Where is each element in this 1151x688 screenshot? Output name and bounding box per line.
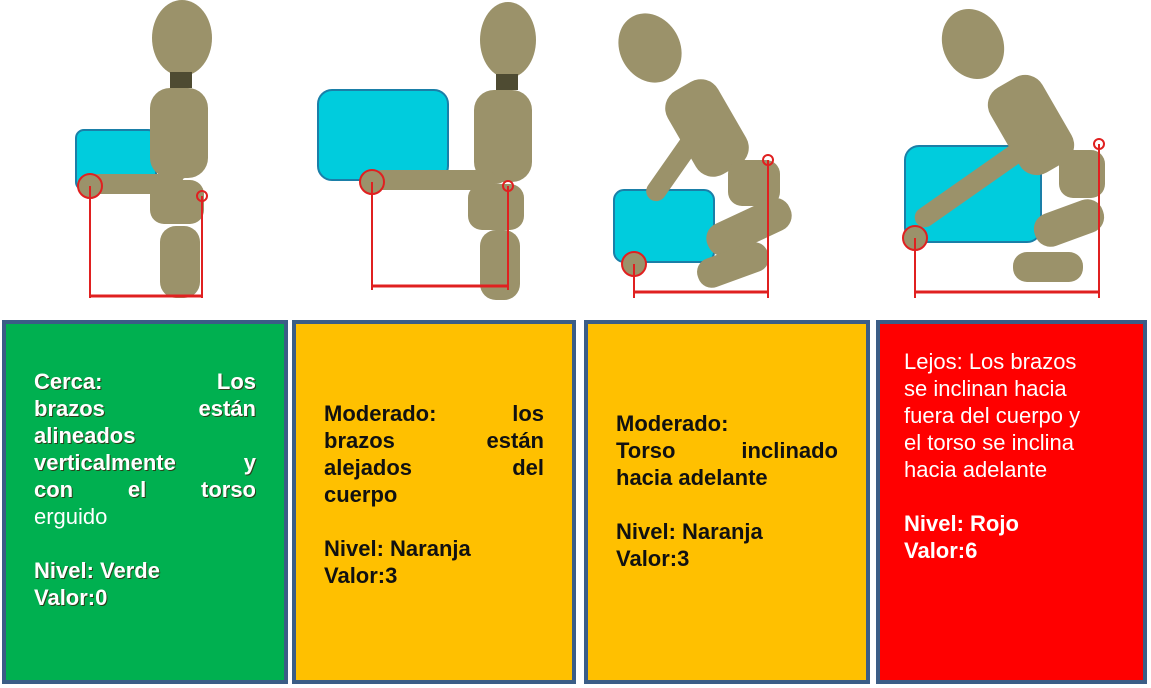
thigh	[1033, 199, 1105, 247]
box	[613, 189, 715, 263]
head	[618, 13, 682, 83]
mannequin-torso-bent-illustration	[613, 13, 792, 298]
forearm	[372, 170, 496, 190]
description-line: erguido	[34, 504, 108, 529]
target-marker	[1093, 138, 1105, 150]
card-moderado-torso: Moderado: Torso inclinado hacia adelante…	[584, 320, 870, 684]
upper-arm	[166, 100, 190, 180]
description-line: con el torso	[34, 477, 256, 502]
level-label: Nivel: Naranja	[324, 536, 471, 561]
thigh	[706, 197, 792, 257]
card-lejos: Lejos: Los brazos se inclinan hacia fuer…	[876, 320, 1147, 684]
target-marker	[196, 190, 208, 202]
description-line: Lejos: Los brazos	[904, 349, 1077, 374]
neck	[496, 74, 518, 90]
mannequin-arms-extended-illustration	[317, 2, 536, 300]
card-moderado-brazos-text: Moderado: los brazos están alejados del …	[324, 400, 544, 589]
forearm	[88, 174, 184, 194]
leg	[480, 230, 520, 300]
mannequin-far-reach-illustration	[902, 8, 1105, 298]
description-line: hacia adelante	[904, 457, 1048, 482]
figure-moderado-torso	[578, 0, 866, 318]
value-label: Valor:3	[324, 563, 398, 588]
figure-moderado-brazos	[288, 0, 576, 318]
arm	[914, 132, 1042, 228]
card-cerca: Cerca: Los brazos están alineados vertic…	[2, 320, 288, 684]
shin	[1013, 252, 1083, 282]
description-line: Moderado:	[616, 411, 729, 436]
mannequin-upright-close-illustration	[75, 0, 212, 298]
target-marker	[502, 180, 514, 192]
neck	[170, 72, 192, 88]
description-line: verticalmente y	[34, 450, 256, 475]
pelvis	[1059, 150, 1105, 198]
card-moderado-torso-text: Moderado: Torso inclinado hacia adelante…	[616, 410, 838, 572]
description-line: Torso inclinado	[616, 438, 838, 463]
description-line: fuera del cuerpo y	[904, 403, 1081, 428]
card-moderado-brazos: Moderado: los brazos están alejados del …	[292, 320, 576, 684]
value-label: Valor:3	[616, 546, 690, 571]
value-label: Valor:6	[904, 538, 978, 563]
figure-lejos	[863, 0, 1151, 318]
leg	[160, 226, 200, 298]
head	[941, 8, 1005, 80]
level-label: Nivel: Naranja	[616, 519, 763, 544]
card-lejos-text: Lejos: Los brazos se inclinan hacia fuer…	[904, 348, 1119, 564]
level-label: Nivel: Verde	[34, 558, 160, 583]
upper-arm	[484, 104, 508, 184]
description-line: alejados del	[324, 455, 544, 480]
head	[480, 2, 536, 78]
shin	[697, 242, 769, 288]
pelvis	[468, 184, 524, 230]
description-line: cuerpo	[324, 482, 398, 507]
card-cerca-text: Cerca: Los brazos están alineados vertic…	[34, 368, 256, 611]
target-marker	[762, 154, 774, 166]
box	[317, 89, 449, 181]
description-line: alineados	[34, 423, 136, 448]
description-line: brazos están	[34, 396, 256, 421]
description-line: hacia adelante	[616, 465, 768, 490]
description-line: brazos están	[324, 428, 544, 453]
torso	[987, 74, 1075, 176]
figure-cerca	[0, 0, 288, 318]
value-label: Valor:0	[34, 585, 108, 610]
level-label: Nivel: Rojo	[904, 511, 1019, 536]
description-line: Cerca: Los	[34, 369, 256, 394]
description-line: el torso se inclina	[904, 430, 1074, 455]
description-line: Moderado: los	[324, 401, 544, 426]
description-line: se inclinan hacia	[904, 376, 1067, 401]
head	[152, 0, 212, 76]
arm	[646, 118, 710, 202]
